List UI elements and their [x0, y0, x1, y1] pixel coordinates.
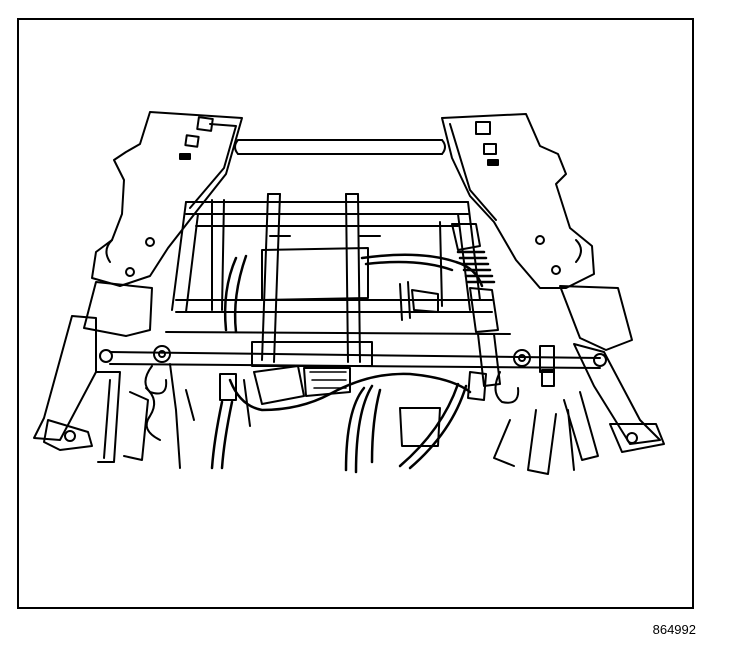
illustration-frame — [17, 18, 694, 609]
front-pivot-shaft — [100, 346, 606, 386]
figure-id-label: 864992 — [652, 622, 696, 637]
left-upper-bracket — [92, 112, 242, 286]
rear-cross-tube — [235, 140, 445, 154]
right-upper-bracket — [442, 114, 594, 288]
center-frame — [166, 194, 510, 366]
wire-harness — [212, 255, 482, 472]
right-lower-track — [494, 286, 664, 474]
adjuster-spring — [452, 224, 500, 386]
track-latches — [145, 366, 518, 403]
motor-housing — [244, 282, 440, 446]
left-lower-track — [34, 282, 194, 468]
